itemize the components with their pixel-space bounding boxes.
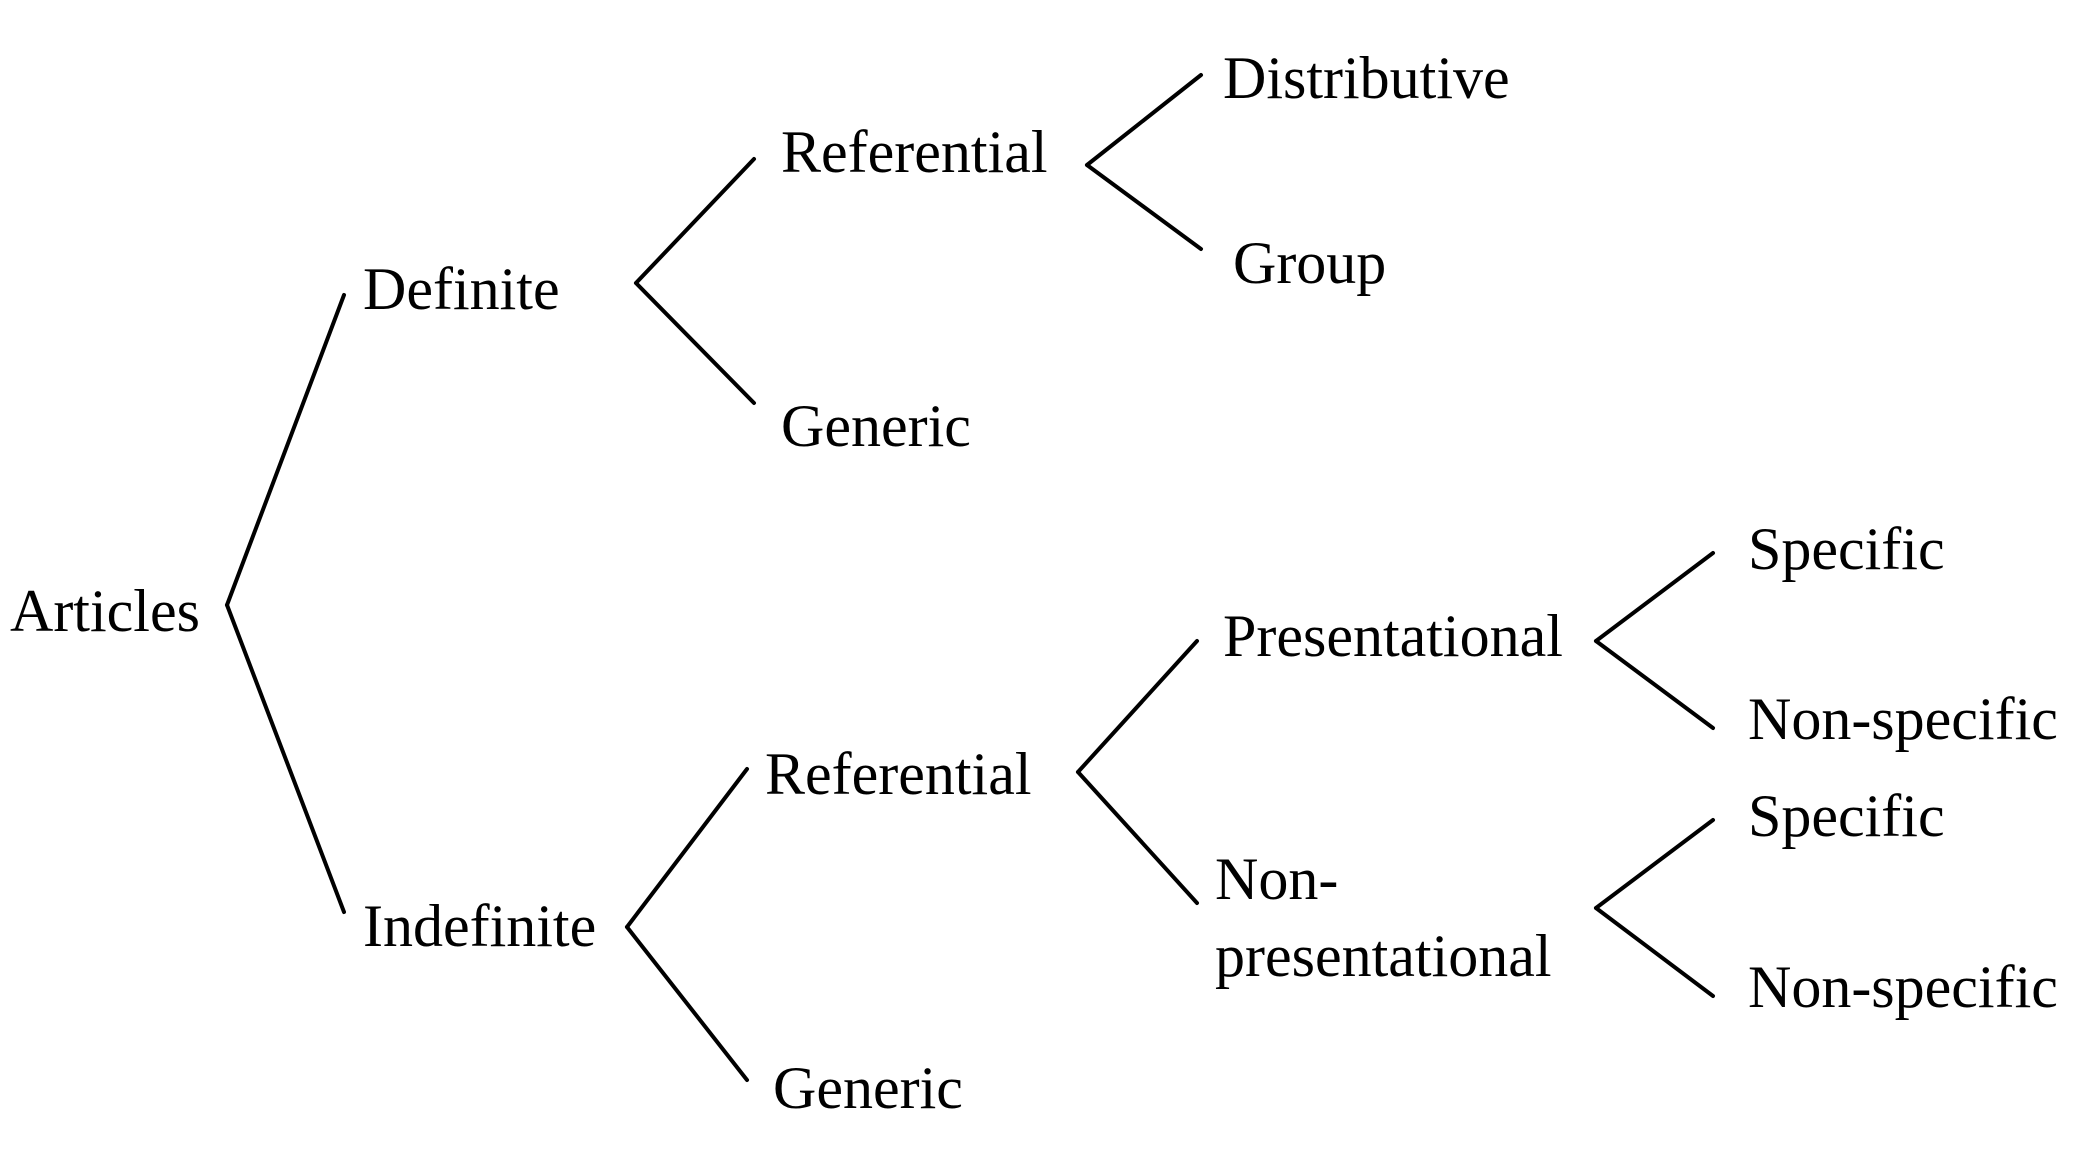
branch-presentational-non-specific bbox=[1594, 639, 1715, 730]
node-indefinite: Indefinite bbox=[363, 893, 596, 959]
node-group: Group bbox=[1233, 230, 1386, 296]
branch-definite-referential bbox=[634, 157, 756, 285]
node-non-presentational-line1: Non- bbox=[1215, 846, 1338, 912]
branch-referential-group bbox=[1085, 163, 1203, 251]
tree-labels: Articles Definite Referential Generic Di… bbox=[10, 45, 2058, 1121]
branch-definite-generic bbox=[634, 281, 756, 405]
node-presentational-non-specific: Non-specific bbox=[1748, 686, 2058, 752]
node-non-presentational-line2: presentational bbox=[1215, 923, 1552, 989]
branch-articles-indefinite bbox=[225, 603, 346, 914]
node-distributive: Distributive bbox=[1223, 45, 1510, 111]
tree-branches bbox=[225, 73, 1715, 1082]
branch-referential-distributive bbox=[1085, 73, 1203, 167]
node-non-presentational-non-specific: Non-specific bbox=[1748, 954, 2058, 1020]
node-non-presentational-specific: Specific bbox=[1748, 783, 1945, 849]
node-definite-generic: Generic bbox=[781, 393, 971, 459]
node-indefinite-referential: Referential bbox=[765, 741, 1032, 807]
branch-referential-presentational bbox=[1076, 639, 1199, 774]
branch-referential-non-presentational bbox=[1076, 770, 1199, 905]
node-definite-referential: Referential bbox=[781, 119, 1048, 185]
node-presentational: Presentational bbox=[1223, 603, 1563, 669]
node-presentational-specific: Specific bbox=[1748, 516, 1945, 582]
node-articles: Articles bbox=[10, 578, 200, 644]
branch-indefinite-referential bbox=[625, 767, 749, 929]
branch-non-presentational-specific bbox=[1594, 818, 1715, 910]
branch-presentational-specific bbox=[1594, 551, 1715, 643]
node-indefinite-generic: Generic bbox=[773, 1055, 963, 1121]
node-definite: Definite bbox=[363, 256, 560, 322]
branch-articles-definite bbox=[225, 293, 346, 607]
branch-non-presentational-non-specific bbox=[1594, 906, 1715, 998]
branch-indefinite-generic bbox=[625, 925, 749, 1082]
